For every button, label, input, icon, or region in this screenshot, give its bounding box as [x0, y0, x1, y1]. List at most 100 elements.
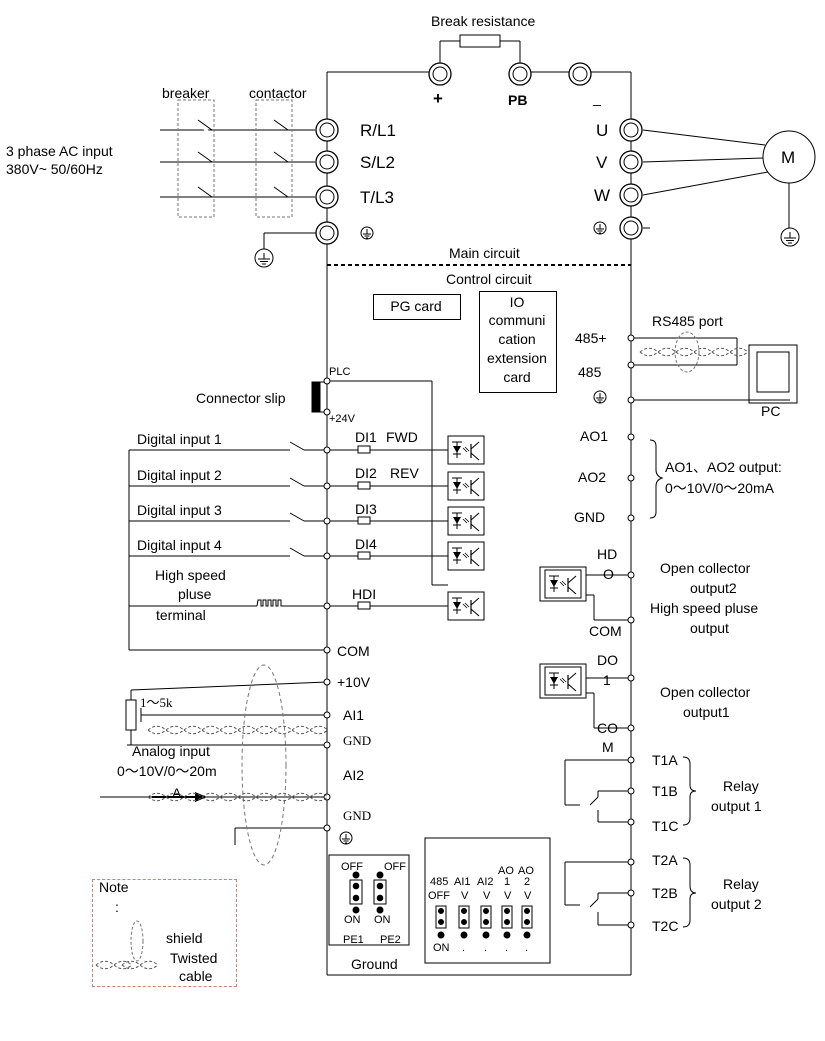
open-collector-1-label-2: output1 [683, 704, 730, 720]
pg-card-box [373, 294, 461, 320]
terminal-t2c-label: T2C [652, 918, 679, 934]
digital-input-4-label: Digital input 4 [137, 537, 222, 553]
dip-ai2-v-label: V [483, 890, 491, 902]
terminal-di3-label: DI3 [355, 501, 377, 517]
terminal-w-label: W [594, 186, 611, 205]
open-collector-1-label-1: Open collector [660, 684, 751, 700]
io-card-line-5: card [503, 369, 531, 385]
pg-card-label: PG card [390, 298, 442, 314]
terminal-10v-label: +10V [337, 674, 371, 690]
contactor-label: contactor [249, 85, 307, 101]
terminal-v-label: V [596, 153, 608, 172]
dip-ai1-dot: . [462, 942, 466, 954]
dip-pe2-on-label: ON [374, 914, 391, 926]
potentiometer-label: 1～5k [140, 695, 173, 710]
terminal-di4-label: DI4 [355, 536, 377, 552]
dip-ao2-header-1: AO [518, 865, 534, 877]
terminal-ao2-label: AO2 [578, 469, 607, 485]
terminal-r-label: R/L1 [360, 121, 396, 140]
dip-ao2-v-label: V [524, 890, 532, 902]
relay-2-label-1: Relay [723, 876, 759, 892]
pc-label: PC [761, 403, 781, 419]
dip-pe2-label: PE2 [380, 934, 401, 946]
plc-label: PLC [329, 366, 351, 378]
ac-input-label-2: 380V~ 50/60Hz [6, 161, 103, 177]
terminal-com2-label: COM [589, 623, 622, 639]
terminal-m-label: M [602, 739, 614, 755]
plus-label: + [433, 89, 443, 108]
relay-1-label-1: Relay [723, 778, 759, 794]
io-card-line-3: cation [498, 331, 536, 347]
rev-label: REV [390, 465, 419, 481]
io-card-line-4: extension [487, 350, 547, 366]
terminal-485-label: 485 [578, 364, 602, 380]
high-speed-label-1: High speed [155, 567, 226, 583]
control-circuit-label: Control circuit [446, 271, 532, 287]
terminal-co-label: CO [597, 720, 618, 736]
terminal-hdo-label-1: HD [597, 546, 618, 562]
io-card-line-1: IO [509, 294, 525, 310]
dip-485-on-label: ON [433, 942, 450, 954]
io-card-box [479, 291, 557, 393]
main-circuit-label: Main circuit [449, 245, 520, 261]
analog-range-label: 0～10V/0～20m [117, 763, 217, 779]
dip-ai1-v-label: V [461, 890, 469, 902]
open-collector-2-label-2: output2 [690, 580, 737, 596]
high-speed-label-3: terminal [156, 607, 206, 623]
terminal-gnd-a-label: GND [343, 733, 372, 748]
dip-ao1-dot: . [505, 942, 509, 954]
open-collector-2-label-3: High speed pluse [650, 600, 759, 616]
minus-label: _ [593, 90, 601, 106]
terminal-t1c-label: T1C [652, 818, 679, 834]
terminal-t-label: T/L3 [360, 188, 395, 207]
note-twisted-label: Twisted [170, 950, 218, 966]
dip-ao1-header-2: 1 [504, 876, 511, 888]
dip-pe1-on-label: ON [344, 914, 361, 926]
terminal-do-label-1: DO [597, 652, 618, 668]
terminal-di1-label: DI1 [355, 429, 377, 445]
note-cable-label: cable [179, 968, 213, 984]
high-speed-label-2: pluse [178, 586, 212, 602]
dip-ai2-header: AI2 [477, 876, 494, 888]
dip-ao2-dot: . [525, 942, 529, 954]
terminal-s-label: S/L2 [360, 153, 395, 172]
ground-label: Ground [351, 956, 398, 972]
connector-slip-label: Connector slip [196, 390, 286, 406]
digital-input-2-label: Digital input 2 [137, 467, 222, 483]
note-box [92, 879, 237, 987]
relay-2-label-2: output 2 [711, 896, 762, 912]
relay-1-label-2: output 1 [711, 798, 762, 814]
ac-input-label-1: 3 phase AC input [6, 143, 113, 159]
terminal-di2-label: DI2 [355, 465, 377, 481]
ao-output-desc-1: AO1、AO2 output: [665, 459, 782, 475]
terminal-ai2-label: AI2 [343, 767, 365, 783]
terminal-ao1-label: AO1 [580, 428, 609, 444]
dip-ai2-dot: . [484, 942, 488, 954]
terminal-t2a-label: T2A [652, 852, 678, 868]
motor-label: M [781, 148, 796, 167]
io-card-line-2: communi [488, 312, 546, 328]
dip-485-off-label: OFF [428, 890, 450, 902]
dip-ai1-header: AI1 [454, 876, 471, 888]
terminal-gnd-label: GND [574, 509, 606, 525]
terminal-hdo-label-2: O [603, 566, 614, 582]
dip-485-header: 485 [430, 876, 449, 888]
terminal-com-label: COM [337, 643, 370, 659]
ao-output-desc-2: 0～10V/0～20mA [665, 480, 774, 496]
fwd-label: FWD [386, 429, 418, 445]
current-arrow-label: A [172, 785, 182, 801]
open-collector-2-label-4: output [690, 620, 729, 636]
dip-pe2-off-label: OFF [384, 861, 406, 873]
dip-pe1-off-label: OFF [341, 861, 363, 873]
note-colon: : [115, 899, 119, 915]
terminal-ai1-label: AI1 [343, 707, 365, 723]
plus24v-label: +24V [329, 413, 355, 425]
digital-input-3-label: Digital input 3 [137, 502, 222, 518]
digital-input-1-label: Digital input 1 [137, 431, 222, 447]
analog-input-label: Analog input [132, 743, 210, 759]
terminal-t2b-label: T2B [652, 885, 678, 901]
dip-ao2-header-2: 2 [524, 876, 531, 888]
dip-ao1-header-1: AO [498, 865, 514, 877]
